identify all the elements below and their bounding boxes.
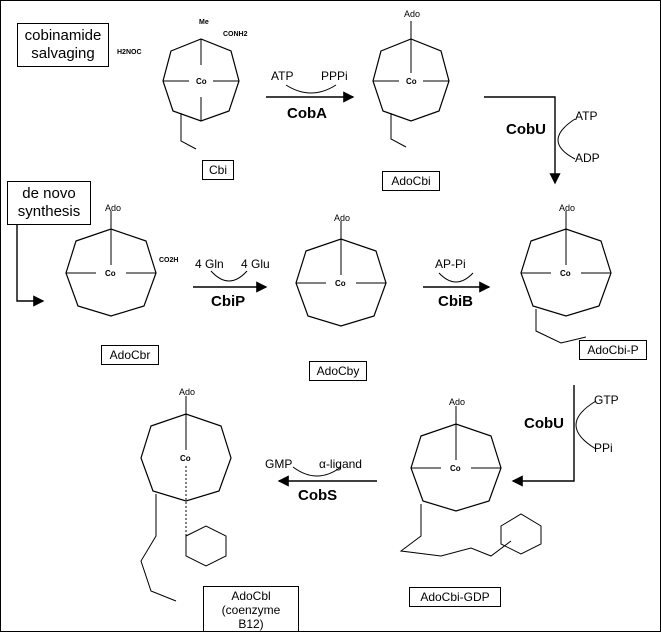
- adocbl-label: AdoCbl (coenzyme B12): [203, 586, 299, 631]
- cobinamide-salvaging-box: cobinamide salvaging: [17, 23, 109, 67]
- cobu-top-cofactor-curve: [557, 118, 576, 160]
- cobu-bottom-enzyme: CobU: [524, 415, 564, 432]
- de-novo-synthesis-box: de novo synthesis: [7, 181, 91, 225]
- cbib-cofactor-curve: [438, 272, 474, 283]
- me-label-cbi: Me: [199, 19, 209, 26]
- salvaging-line1: cobinamide: [24, 27, 102, 44]
- svg-text:Co: Co: [450, 464, 461, 473]
- salvaging-line2: salvaging: [31, 45, 95, 62]
- h2noc-label-cbi: H2NOC: [117, 49, 142, 56]
- cobs-enzyme: CobS: [298, 487, 338, 504]
- adocbi-structure: Co: [372, 21, 450, 148]
- atp-coba: ATP: [271, 69, 294, 83]
- gln-cofactor: 4 Gln: [195, 257, 224, 271]
- adocby-label: AdoCby: [309, 361, 367, 381]
- cobu-bottom-arrow: [511, 385, 575, 487]
- ado-label-adocbi: Ado: [404, 9, 421, 19]
- svg-text:Co: Co: [196, 77, 207, 86]
- alpha-ligand-cofactor: α-ligand: [319, 457, 362, 471]
- adocbl-label-line1: AdoCbl: [231, 589, 271, 603]
- cbip-cofactor-curve: [210, 270, 248, 282]
- co2h-label-adocbr: CO2H: [159, 257, 179, 264]
- adocby-structure: Co: [295, 221, 387, 327]
- gtp-cofactor: GTP: [594, 393, 619, 407]
- cobu-top-enzyme: CobU: [506, 121, 546, 138]
- ado-label-adocbi-gdp: Ado: [449, 397, 466, 407]
- svg-text:Co: Co: [406, 77, 417, 86]
- cbib-enzyme: CbiB: [438, 293, 473, 310]
- adocbl-label-line2: (coenzyme B12): [221, 603, 281, 631]
- ado-label-adocby: Ado: [334, 213, 351, 223]
- atp-cobu: ATP: [575, 109, 598, 123]
- svg-text:Co: Co: [335, 279, 346, 288]
- adp-cobu: ADP: [575, 151, 600, 165]
- ap-pi-cofactor: AP-Pi: [435, 257, 466, 271]
- adocbi-p-structure: Co: [520, 211, 612, 344]
- adocbi-p-label: AdoCbi-P: [579, 340, 647, 360]
- adocbi-label: AdoCbi: [382, 171, 440, 191]
- cbi-label: Cbi: [202, 160, 234, 180]
- ppi-cofactor: PPi: [594, 441, 613, 455]
- adocbi-gdp-structure: Co: [399, 406, 542, 557]
- adocbr-structure: Co: [65, 211, 157, 317]
- denovo-line1: de novo: [22, 185, 76, 202]
- coba-cofactor-curve: [285, 84, 337, 94]
- coba-enzyme: CobA: [287, 105, 327, 122]
- adocbi-gdp-label: AdoCbi-GDP: [409, 587, 501, 607]
- svg-text:Co: Co: [180, 454, 191, 463]
- denovo-arrow: [16, 219, 45, 307]
- conh2-label-cbi: CONH2: [223, 31, 248, 38]
- ppp-coba: PPPi: [321, 69, 348, 83]
- ado-label-adocbi-p: Ado: [559, 203, 576, 213]
- gmp-cofactor: GMP: [265, 457, 293, 471]
- svg-text:Co: Co: [105, 269, 116, 278]
- adocbl-structure: Co: [140, 396, 232, 602]
- ado-label-adocbr: Ado: [105, 203, 122, 213]
- cobu-top-arrow: [484, 96, 561, 185]
- svg-text:Co: Co: [560, 269, 571, 278]
- cbip-enzyme: CbiP: [211, 293, 246, 310]
- glu-cofactor: 4 Glu: [241, 257, 270, 271]
- cobu-bottom-cofactor-curve: [575, 400, 597, 450]
- adocbr-label: AdoCbr: [101, 345, 159, 365]
- cobs-cofactor-curve: [292, 466, 342, 477]
- ado-label-adocbl: Ado: [179, 387, 196, 397]
- cbi-structure: Co: [162, 38, 240, 150]
- denovo-line2: synthesis: [17, 203, 81, 220]
